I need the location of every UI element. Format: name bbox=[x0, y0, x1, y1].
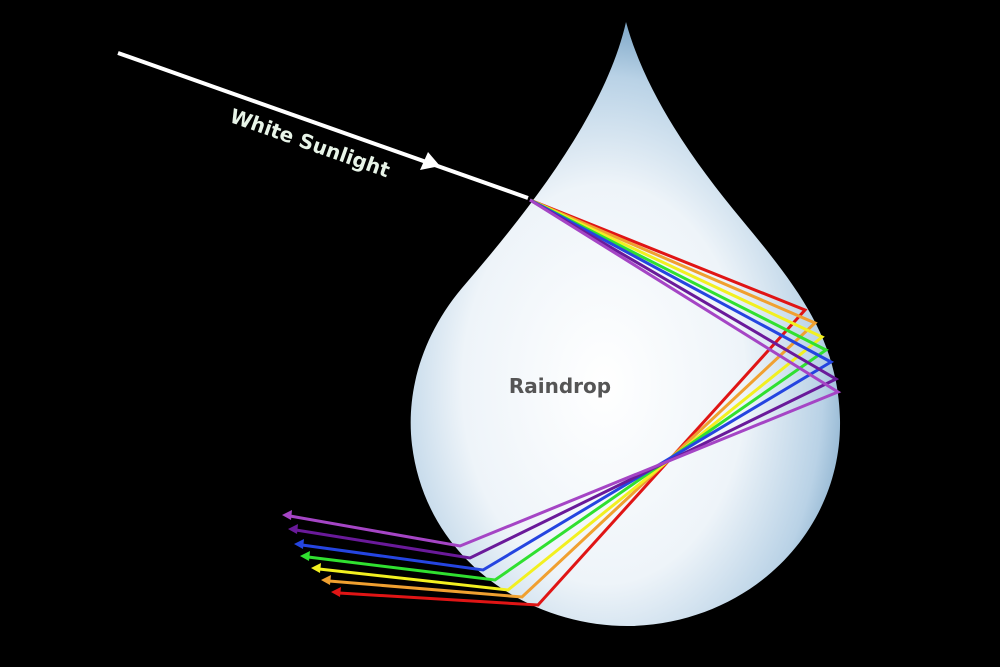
arrowhead-blue-icon bbox=[294, 539, 304, 549]
raindrop-shape bbox=[410, 22, 841, 627]
arrowhead-violet-icon bbox=[282, 510, 292, 520]
raindrop-label: Raindrop bbox=[509, 374, 611, 398]
arrowhead-orange-icon bbox=[321, 575, 331, 585]
arrowhead-red-icon bbox=[331, 587, 341, 597]
arrowhead-yellow-icon bbox=[311, 563, 321, 573]
sunlight-ray bbox=[117, 51, 529, 200]
arrowhead-indigo-icon bbox=[288, 524, 298, 534]
arrowhead-green-icon bbox=[300, 551, 310, 561]
ray-violet bbox=[289, 198, 842, 548]
sunlight-arrowhead-icon bbox=[420, 152, 440, 170]
light-rays bbox=[282, 198, 842, 607]
